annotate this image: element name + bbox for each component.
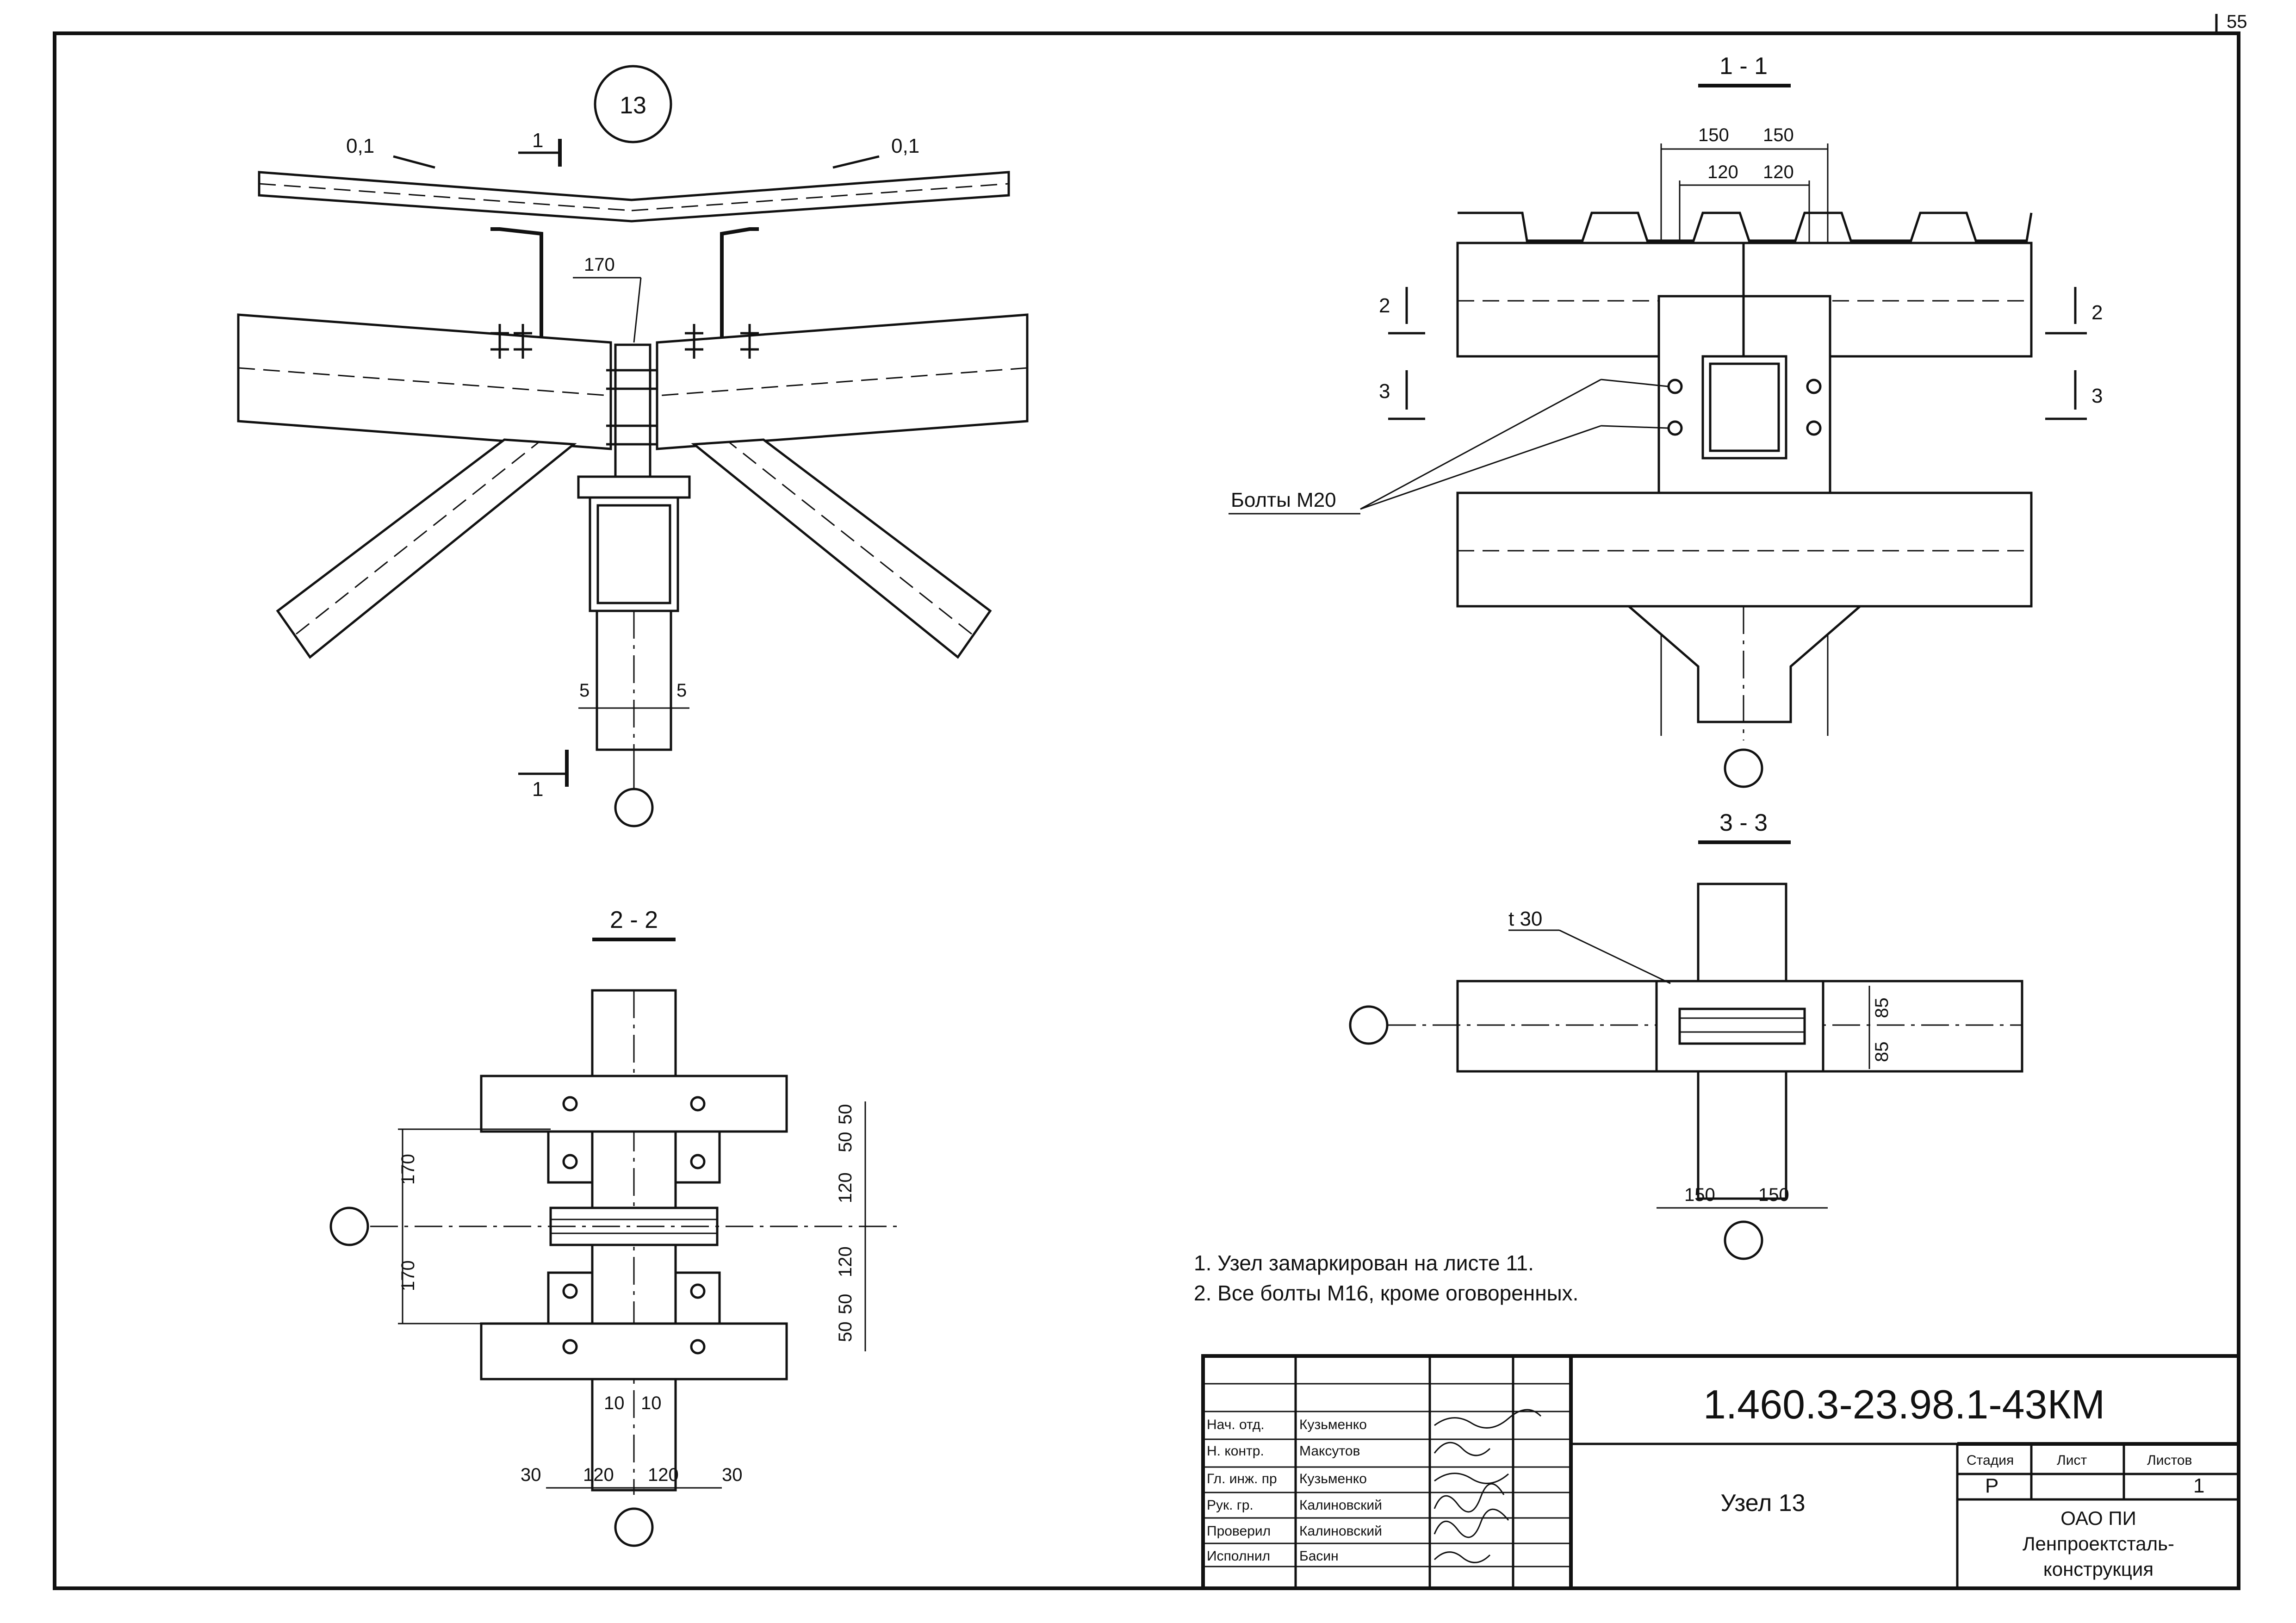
plate-t30-label: t 30 [1508,908,1542,930]
column-box-1-1 [1701,355,1787,460]
dim-120-b: 120 [835,1246,856,1277]
note-2: 2. Все болты М16, кроме оговоренных. [1194,1281,1578,1305]
lower-chord-2-2 [480,1322,788,1380]
signatures [1433,1409,1542,1563]
diagonal-right [691,438,992,659]
stage-value: Р [1985,1474,1998,1497]
dim-50-b: 50 [835,1132,856,1153]
dim-50-d: 50 [835,1322,856,1343]
corner-mark: 55 [2227,12,2247,32]
section-2-2-title: 2 - 2 [610,907,658,933]
dim-120-right-bottom: 120 [648,1465,679,1485]
main-node-view: 13 0,1 0,1 1 1 [237,65,1029,827]
role-1: Н. контр. [1207,1443,1264,1459]
role-5: Исполнил [1207,1548,1270,1564]
roof-deck [258,171,1010,223]
org-line-1: ОАО ПИ [2060,1507,2136,1529]
bolts-main [490,324,759,446]
dim-5-right: 5 [676,680,687,701]
role-2: Гл. инж. пр [1207,1471,1277,1486]
dim-120-right: 120 [1763,162,1794,182]
dim-50-c: 50 [835,1294,856,1315]
drawing-code: 1.460.3-23.98.1-43КМ [1703,1381,2105,1427]
dim-85-top: 85 [1872,998,1892,1019]
dim-10-right: 10 [641,1393,662,1413]
column-box [589,496,679,612]
dim-150-right: 150 [1763,125,1794,145]
lower-chord-section [1456,491,2033,608]
central-plate-2-2 [549,1206,719,1246]
axis-bubble-main [614,788,654,827]
role-0: Нач. отд. [1207,1417,1265,1432]
dim-150-left-3-3: 150 [1684,1185,1715,1205]
slope-left-arrow [393,155,435,169]
dim-170-top: 170 [398,1154,418,1185]
axis-bubble-3-3-left [1349,1005,1389,1045]
dim-10-left: 10 [604,1393,625,1413]
section-mark-bottom-label: 1 [532,778,543,801]
name-2: Кузьменко [1299,1471,1367,1486]
dim-30-left: 30 [521,1465,541,1485]
name-5: Басин [1299,1548,1339,1564]
cut-3-left: 3 [1379,380,1390,403]
purlin-right [703,227,759,342]
name-1: Максутов [1299,1443,1360,1459]
dim-120-a: 120 [835,1172,856,1203]
axis-bubble-1-1 [1724,748,1763,788]
slope-right-arrow [832,155,880,169]
sheet-name: Узел 13 [1720,1490,1805,1517]
purlin-left [490,227,560,342]
slope-right-label: 0,1 [891,135,919,157]
bolts-m20-label: Болты М20 [1231,489,1336,511]
section-2-2: 2 - 2 170 170 [329,907,902,1547]
diagonal-left [276,438,577,659]
dim-85-bottom: 85 [1872,1042,1892,1063]
upper-chord-2-2 [480,1075,788,1133]
note-1: 1. Узел замаркирован на листе 11. [1194,1251,1534,1275]
section-1-1-title: 1 - 1 [1719,53,1768,80]
section-1-1: 1 - 1 150 150 120 120 [1229,53,2103,788]
cut-3-right: 3 [2091,385,2103,407]
dim-50-a: 50 [835,1104,856,1125]
sheet-frame [53,31,2240,1590]
node-callout-circle [594,65,672,143]
sheet-header: Лист [2057,1453,2087,1468]
dim-170-bottom: 170 [398,1260,418,1291]
column-base-1-1 [1626,605,1863,723]
sheets-value: 1 [2193,1474,2204,1497]
base-plate [577,475,691,499]
axis-bubble-3-3-bottom [1724,1220,1763,1260]
slope-left-label: 0,1 [346,135,374,157]
stage-header: Стадия [1967,1453,2014,1468]
name-0: Кузьменко [1299,1417,1367,1432]
corrugated-deck [1458,211,2033,242]
org-line-2: Ленпроектсталь- [2023,1533,2174,1555]
axis-bubble-2-2-left [329,1206,369,1246]
name-4: Калиновский [1299,1524,1382,1539]
dim-170: 170 [584,255,615,275]
dim-30-right: 30 [722,1465,743,1485]
cut-2-left: 2 [1379,294,1390,317]
title-block: Нач. отд. Кузьменко Н. контр. Максутов Г… [1201,1354,2240,1590]
org-line-3: конструкция [2043,1558,2153,1580]
dim-120-left: 120 [1707,162,1738,182]
cut-2-right: 2 [2091,301,2103,324]
role-4: Проверил [1207,1524,1271,1539]
dim-5-left: 5 [579,680,590,701]
dim-150-right-3-3: 150 [1758,1185,1789,1205]
dim-150-left: 150 [1698,125,1729,145]
axis-bubble-2-2-bottom [614,1507,654,1547]
sheets-header: Листов [2147,1453,2192,1468]
role-3: Рук. гр. [1207,1498,1253,1513]
section-3-3-title: 3 - 3 [1719,809,1768,836]
name-3: Калиновский [1299,1498,1382,1513]
node-callout-number: 13 [620,92,646,119]
dim-120-left-bottom: 120 [583,1465,614,1485]
gusset-plate [614,343,652,480]
section-3-3: 3 - 3 t 30 85 85 150 150 [1349,809,2023,1260]
section-mark-top-label: 1 [532,129,543,152]
